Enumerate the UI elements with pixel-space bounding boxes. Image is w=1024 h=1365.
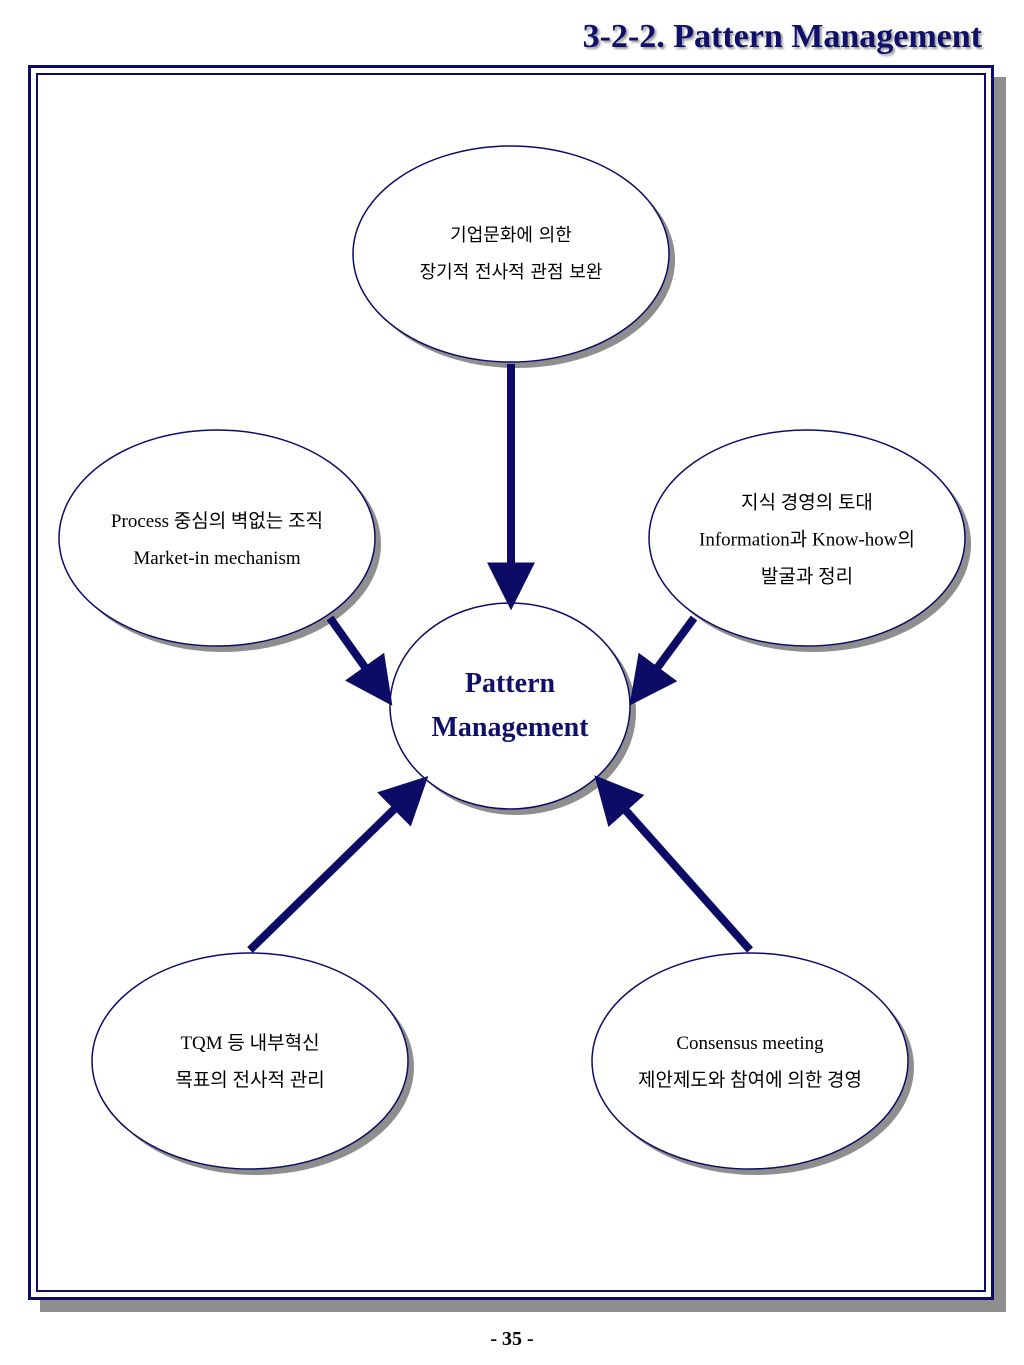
lower-left-ellipse (91, 952, 409, 1170)
page-title: 3-2-2. Pattern Management (582, 18, 982, 55)
center-node-line-1: Pattern (464, 668, 556, 699)
frame-inner-border (36, 73, 986, 1292)
upper-left-node-line-1: Process 중심의 벽없는 조직 (110, 511, 324, 532)
top-ellipse (352, 145, 670, 363)
arrow-upper-left (326, 615, 393, 706)
center-node-line-2: Management (431, 712, 589, 743)
lower-right-node-line-2: 제안제도와 참여에 의한 경영 (637, 1070, 863, 1091)
upper-right-ellipse (648, 429, 966, 647)
upper-right-node-line-1: 지식 경영의 토대 (741, 492, 873, 514)
upper-left-node-text: Process 중심의 벽없는 조직 Market-in mechanism (111, 503, 323, 577)
top-node-line-1: 기업문화에 의한 (450, 225, 572, 246)
upper-left-node-line-2: Market-in mechanism (133, 548, 301, 569)
arrows (247, 364, 753, 953)
upper-right-node-line-3: 발굴과 정리 (760, 566, 854, 588)
upper-right-node-line-2: Information과 Know-how의 (699, 529, 915, 551)
center-node-text: Pattern Management (431, 662, 588, 750)
arrow-upper-right (629, 615, 698, 706)
lower-right-node-text: Consensus meeting 제안제도와 참여에 의한 경영 (638, 1025, 862, 1099)
ellipses (58, 145, 966, 1170)
lower-left-node-text: TQM 등 내부혁신 목표의 전사적 관리 (175, 1025, 324, 1099)
lower-right-ellipse (591, 952, 909, 1170)
arrow-lower-left (247, 775, 429, 953)
upper-left-ellipse (58, 429, 376, 647)
lower-left-node-line-2: 목표의 전사적 관리 (175, 1070, 325, 1091)
page-number: - 35 - (490, 1328, 534, 1350)
top-node-text: 기업문화에 의한 장기적 전사적 관점 보완 (420, 217, 603, 291)
arrow-lower-right (594, 775, 753, 953)
top-node-line-2: 장기적 전사적 관점 보완 (419, 262, 603, 283)
lower-left-node-line-1: TQM 등 내부혁신 (180, 1033, 320, 1054)
lower-right-node-line-1: Consensus meeting (676, 1033, 824, 1054)
upper-right-node-text: 지식 경영의 토대 Information과 Know-how의 발굴과 정리 (699, 485, 915, 596)
